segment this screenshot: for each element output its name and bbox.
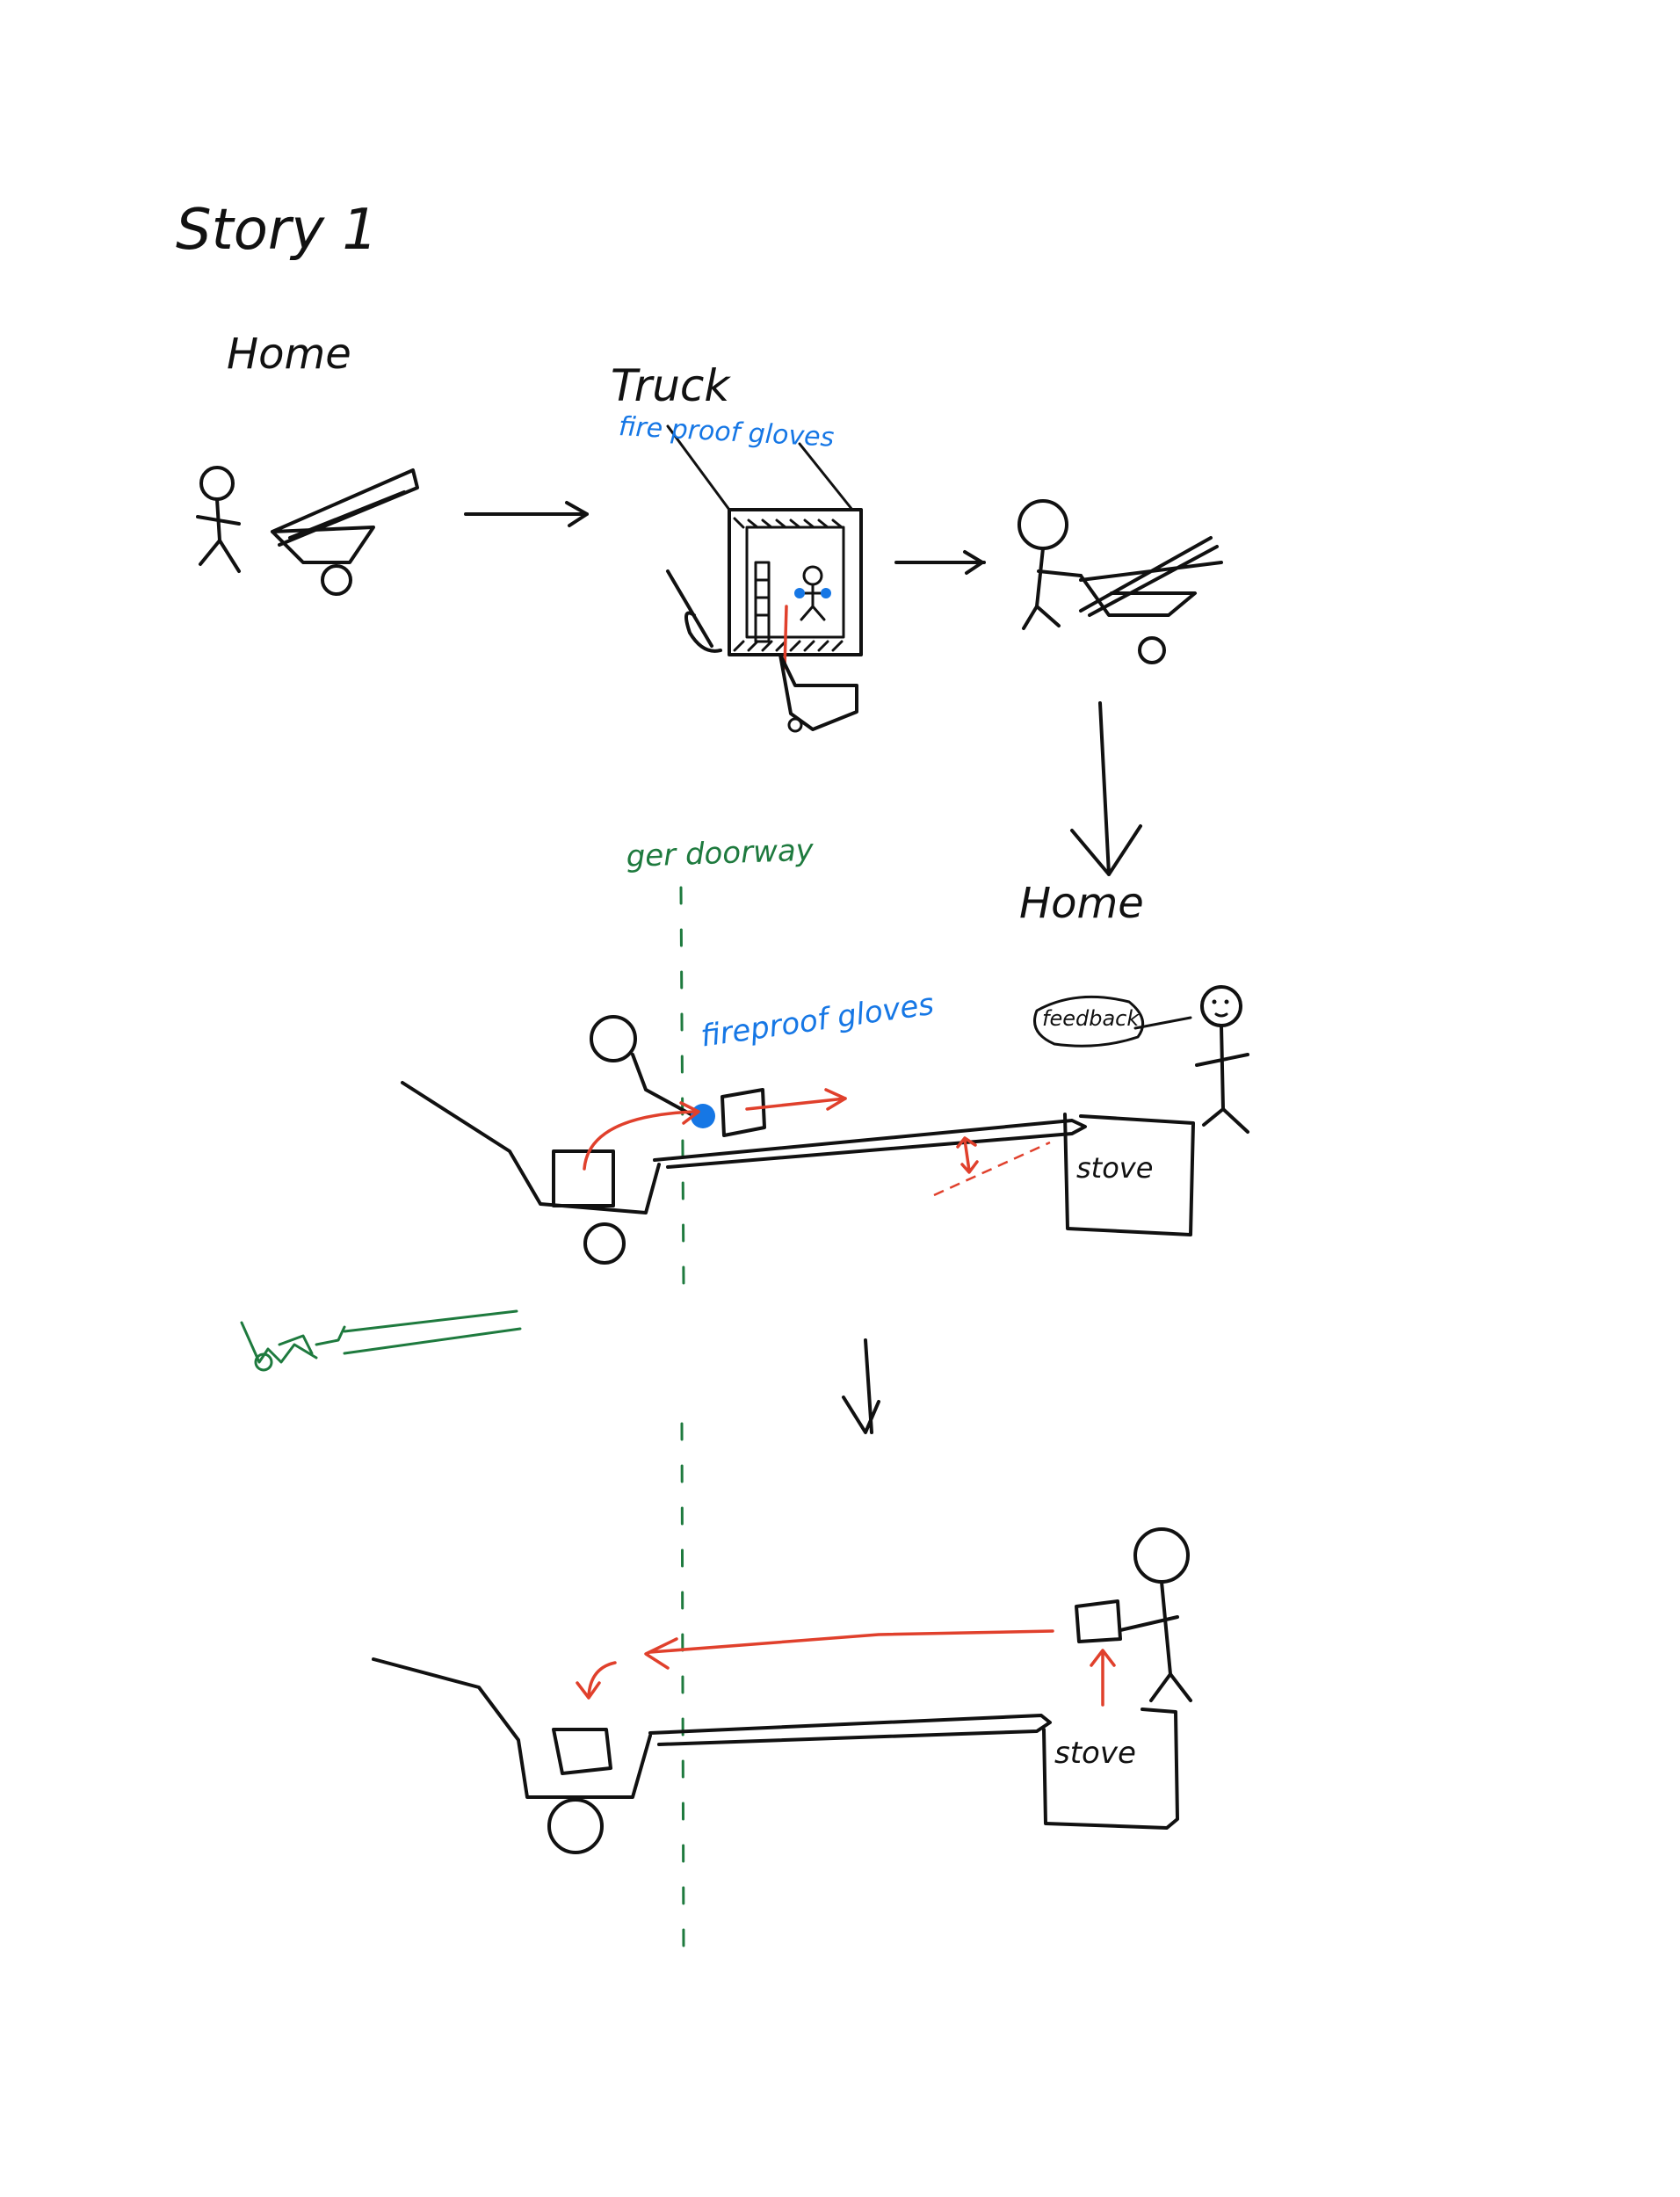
red-path-arrow-1 (583, 1088, 1051, 1197)
story-title: Story 1 (176, 198, 379, 263)
truck-label: Truck (611, 360, 730, 411)
arrow-down-1 (1070, 701, 1142, 876)
person-feedback (1033, 985, 1249, 1134)
red-path-arrow-2 (576, 1629, 1116, 1707)
person-with-cart-2 (1017, 499, 1223, 664)
stove-upper (1063, 1113, 1195, 1236)
truck-sketch (666, 424, 863, 733)
stove-lower (1042, 1708, 1179, 1830)
arrow-down-2 (842, 1338, 880, 1434)
arrow-right-2 (894, 550, 986, 575)
person-with-cart-4 (372, 1657, 1052, 1854)
green-side-sketch (240, 1309, 522, 1372)
home-label-top: Home (227, 330, 351, 379)
person-with-wheelbarrow-1 (196, 466, 419, 596)
wood-box-on-plank (691, 1088, 766, 1137)
stove-label-upper: stove (1076, 1151, 1154, 1185)
person-with-cart-3 (401, 1015, 1087, 1265)
home-label-middle: Home (1019, 879, 1144, 928)
stove-label-lower: stove (1054, 1736, 1136, 1771)
person-at-stove (1075, 1527, 1192, 1702)
arrow-right-1 (464, 501, 589, 527)
ger-doorway-label: ger doorway (626, 832, 815, 874)
feedback-bubble-text: feedback (1042, 1006, 1140, 1031)
ger-doorway-line (679, 886, 685, 1953)
